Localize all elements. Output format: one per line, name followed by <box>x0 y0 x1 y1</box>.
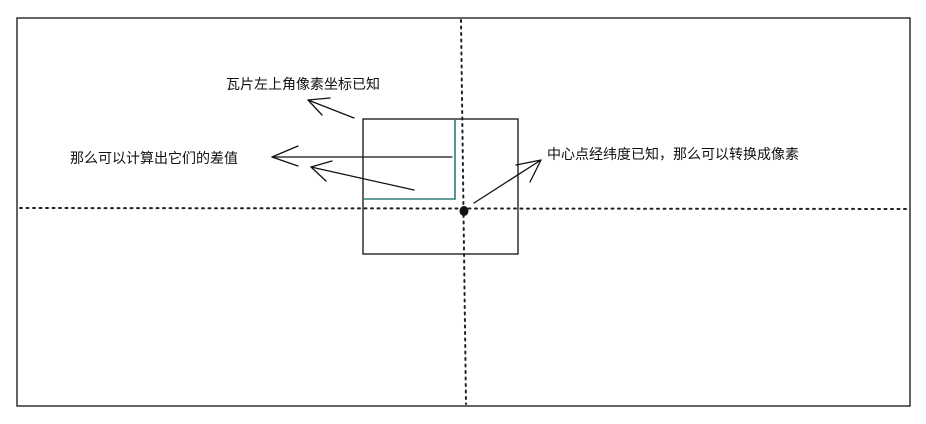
difference-label: 那么可以计算出它们的差值 <box>70 150 238 167</box>
map-tile <box>362 118 519 255</box>
center-point-label: 中心点经纬度已知，那么可以转换成像素 <box>547 146 799 163</box>
viewport-frame <box>16 17 911 407</box>
offset-lines <box>364 120 456 200</box>
arrow-left-icon <box>307 97 355 119</box>
tile-corner-label: 瓦片左上角像素坐标已知 <box>226 76 380 93</box>
arrow-left-icon <box>271 145 453 167</box>
arrow-up-right-icon <box>473 159 542 204</box>
arrow-left-icon <box>310 160 415 191</box>
center-dot-icon <box>459 206 469 216</box>
vertical-center-axis <box>460 19 467 405</box>
horizontal-center-axis <box>19 207 911 210</box>
